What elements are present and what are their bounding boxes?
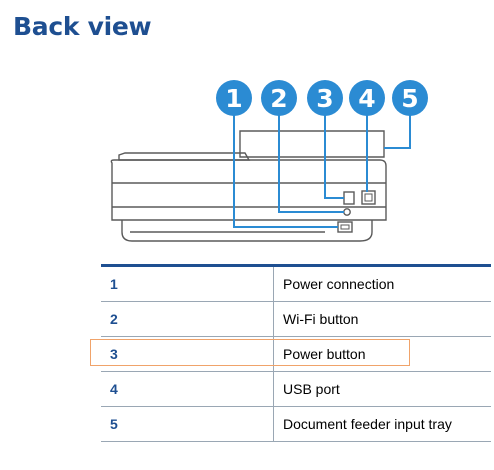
power-button-port <box>343 191 355 205</box>
part-number: 5 <box>101 406 274 442</box>
svg-text:4: 4 <box>358 84 375 113</box>
svg-text:5: 5 <box>401 84 418 113</box>
table-row: 2 Wi-Fi button <box>101 301 491 337</box>
callout-3: 3 <box>307 80 343 116</box>
part-label: Power button <box>273 336 491 372</box>
power-connection-port <box>337 221 353 233</box>
part-label: Wi-Fi button <box>273 301 491 337</box>
callout-2: 2 <box>261 80 297 116</box>
part-label: USB port <box>273 371 491 407</box>
svg-text:3: 3 <box>316 84 333 113</box>
leader-line-2 <box>278 100 344 213</box>
table-row: 4 USB port <box>101 371 491 407</box>
printer-body <box>110 159 387 221</box>
printer-illustration <box>110 130 387 242</box>
part-number: 2 <box>101 301 274 337</box>
table-row: 1 Power connection <box>101 264 491 302</box>
part-number: 4 <box>101 371 274 407</box>
svg-text:1: 1 <box>225 84 242 113</box>
svg-text:2: 2 <box>270 84 287 113</box>
leader-line-3 <box>324 100 344 199</box>
leader-lines <box>233 100 411 228</box>
leader-line-1 <box>233 100 338 228</box>
table-row: 3 Power button <box>101 336 491 372</box>
callout-1: 1 <box>216 80 252 116</box>
parts-table: 1 Power connection 2 Wi-Fi button 3 Powe… <box>101 264 491 442</box>
wifi-button <box>343 208 351 216</box>
callout-5: 5 <box>392 80 428 116</box>
callouts: 1 2 3 4 5 <box>216 80 428 116</box>
table-row: 5 Document feeder input tray <box>101 406 491 442</box>
usb-port <box>361 190 376 205</box>
output-tray <box>118 152 251 161</box>
document-feeder <box>239 130 385 158</box>
page-title: Back view <box>13 12 152 41</box>
part-number: 3 <box>101 336 274 372</box>
part-label: Document feeder input tray <box>273 406 491 442</box>
printer-back-view-diagram: 1 2 3 4 5 <box>110 80 428 242</box>
part-label: Power connection <box>273 264 491 302</box>
part-number: 1 <box>101 264 274 302</box>
callout-4: 4 <box>349 80 385 116</box>
printer-base <box>121 220 373 242</box>
